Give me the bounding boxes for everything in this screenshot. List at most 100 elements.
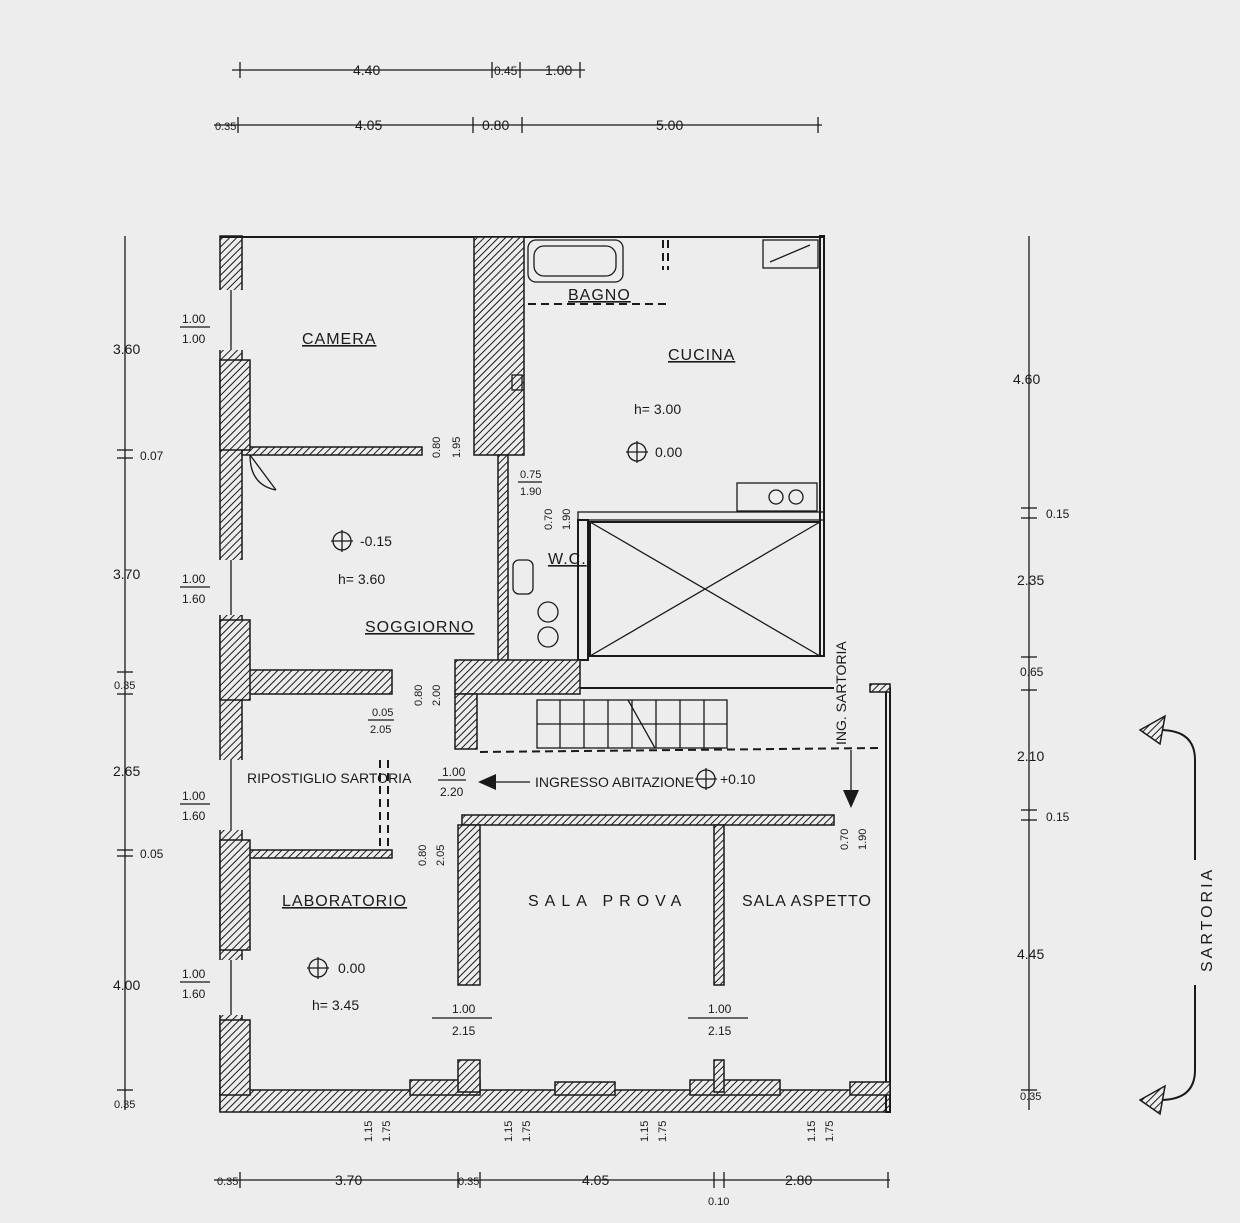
laboratorio-level: 0.00 — [338, 960, 365, 976]
bottom-dim-3: 0.35 — [458, 1176, 479, 1188]
pilaster-left-4 — [219, 1019, 251, 1096]
pilaster-left-1 — [219, 359, 251, 451]
wall-wc-right — [577, 519, 589, 661]
door-sogg-bot: 2.00 — [431, 685, 443, 706]
door-cucina-bot: 1.90 — [520, 486, 541, 498]
left-dim-1: 3.60 — [113, 341, 140, 357]
win-b3-bot: 1.75 — [657, 1121, 669, 1142]
lab-win-bot: 1.60 — [182, 987, 206, 1001]
room-sala-aspetto: SALA ASPETTO — [742, 893, 872, 910]
rip-win-top: 1.00 — [182, 789, 206, 803]
walls — [219, 235, 891, 1113]
win-b1-top: 1.15 — [363, 1121, 375, 1142]
wall-lab-sala — [457, 824, 481, 986]
room-camera: CAMERA — [302, 331, 376, 348]
pilaster-3 — [689, 1079, 781, 1096]
door-ing-sart-bot: 1.90 — [857, 829, 869, 850]
sink — [762, 239, 819, 269]
pilaster-left-3 — [219, 839, 251, 951]
level-markers — [307, 441, 717, 979]
wall-ing-sartoria-top — [869, 683, 891, 693]
soggiorno-level: -0.15 — [360, 533, 392, 549]
room-bagno: BAGNO — [568, 287, 631, 304]
door-ingresso-top: 1.00 — [442, 765, 466, 779]
left-dim-6: 0.05 — [140, 847, 164, 861]
camera-win-top: 1.00 — [182, 312, 206, 326]
lab-win-top: 1.00 — [182, 967, 206, 981]
right-dim-1: 4.60 — [1013, 371, 1040, 387]
door-wc-bot: 1.90 — [561, 509, 573, 530]
wall-camera-soggiorno — [241, 446, 423, 456]
dimension-lines: 4.40 0.45 1.00 0.35 4.05 0.80 5.00 0.35 … — [113, 62, 1070, 1208]
left-dim-7: 4.00 — [113, 977, 140, 993]
left-dim-2: 0.07 — [140, 449, 164, 463]
bottom-dim-2: 3.70 — [335, 1172, 362, 1188]
win-b4-top: 1.15 — [806, 1121, 818, 1142]
door-sala-aspetto-top: 1.00 — [708, 1002, 732, 1016]
left-dim-3: 3.70 — [113, 566, 140, 582]
door-lab-top: 0.80 — [417, 845, 429, 866]
pilaster-left-2 — [219, 619, 251, 701]
room-ripostiglio: RIPOSTIGLIO SARTORIA — [247, 770, 412, 786]
top-dim-7: 5.00 — [656, 117, 683, 133]
left-windows — [218, 290, 244, 1015]
door-sala-prova-top: 1.00 — [452, 1002, 476, 1016]
opening-dimensions: 1.00 1.00 1.00 1.60 1.00 1.60 1.00 1.60 … — [180, 312, 869, 1142]
left-dim-8: 0.35 — [114, 1099, 135, 1111]
bottom-dim-6: 2.80 — [785, 1172, 812, 1188]
room-soggiorno: SOGGIORNO — [365, 619, 474, 636]
toilet — [512, 559, 534, 595]
pilaster-2 — [554, 1081, 616, 1096]
room-cucina: CUCINA — [668, 347, 735, 364]
wall-camera-bagno — [473, 236, 525, 456]
left-dim-5: 2.65 — [113, 763, 140, 779]
top-dim-6: 0.80 — [482, 117, 509, 133]
right-dim-2: 0.15 — [1046, 507, 1070, 521]
door-camera-bot: 1.95 — [451, 437, 463, 458]
wall-stair-block — [454, 659, 581, 695]
shaft — [589, 521, 821, 657]
wall-soggiorno-bottom — [241, 669, 393, 695]
sogg-win-bot: 1.60 — [182, 592, 206, 606]
fixtures — [249, 239, 881, 850]
room-wc: W.C. — [548, 551, 587, 568]
win-b2-bot: 1.75 — [521, 1121, 533, 1142]
wall-stair-left — [454, 693, 478, 750]
right-dim-7: 4.45 — [1017, 946, 1044, 962]
win-b3-top: 1.15 — [639, 1121, 651, 1142]
sartoria-label: SARTORIA — [1199, 867, 1216, 972]
door-sogg-top: 0.80 — [413, 685, 425, 706]
bottom-dim-4: 4.05 — [582, 1172, 609, 1188]
top-dim-3: 1.00 — [545, 62, 572, 78]
win-b2-top: 1.15 — [503, 1121, 515, 1142]
wall-right-lower — [885, 687, 891, 1113]
left-dim-4: 0.35 — [114, 680, 135, 692]
right-dim-8: 0.35 — [1020, 1091, 1041, 1103]
wall-sala-aspetto — [713, 824, 725, 986]
pilaster-6 — [713, 1059, 725, 1093]
cucina-height: h= 3.00 — [634, 401, 681, 417]
camera-win-bot: 1.00 — [182, 332, 206, 346]
sartoria-arrows — [1138, 714, 1196, 1116]
door-ingresso-bot: 2.20 — [440, 785, 464, 799]
win-b1-bot: 1.75 — [381, 1121, 393, 1142]
door-sala-aspetto-bot: 2.15 — [708, 1024, 732, 1038]
door-rip-bot: 2.05 — [370, 724, 391, 736]
stairs — [479, 699, 881, 753]
top-dim-4: 0.35 — [215, 121, 236, 133]
ingresso-level: +0.10 — [720, 771, 756, 787]
door-rip-top: 0.05 — [372, 707, 393, 719]
cucina-level: 0.00 — [655, 444, 682, 460]
wall-cucina-bottom — [577, 511, 825, 521]
wall-ripostiglio-bottom — [241, 849, 393, 859]
bottom-dim-5: 0.10 — [708, 1196, 729, 1208]
door-wc-top: 0.70 — [543, 509, 555, 530]
door-camera-top: 0.80 — [431, 437, 443, 458]
laboratorio-height: h= 3.45 — [312, 997, 359, 1013]
door-cucina-top: 0.75 — [520, 469, 541, 481]
sogg-win-top: 1.00 — [182, 572, 206, 586]
pilaster-5 — [457, 1059, 481, 1093]
right-dim-4: 0.65 — [1020, 665, 1044, 679]
stove — [736, 482, 818, 512]
